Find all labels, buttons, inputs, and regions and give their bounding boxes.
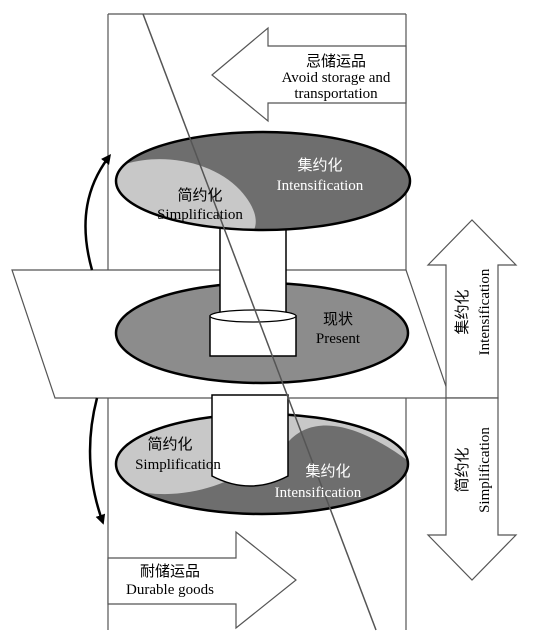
bottom-simplification-en: Simplification bbox=[135, 457, 221, 473]
down-arrow-en: Simplification bbox=[477, 427, 493, 513]
diagonal-line bbox=[142, 13, 377, 631]
downward-curve-arrow bbox=[88, 397, 106, 525]
bottom-intensification-cn: 集约化 bbox=[305, 462, 350, 480]
simplification-down-arrow bbox=[426, 397, 518, 581]
present-cn: 现状 bbox=[323, 310, 353, 328]
cylinder-upper bbox=[219, 225, 287, 317]
present-en: Present bbox=[316, 331, 361, 347]
cylinder-lower bbox=[211, 394, 289, 487]
avoid-storage-en-line2: transportation bbox=[294, 86, 378, 102]
bottom-intensification-en: Intensification bbox=[275, 485, 362, 501]
top-simplification-en: Simplification bbox=[157, 207, 243, 223]
durable-goods-cn: 耐储运品 bbox=[140, 562, 200, 580]
durable-goods-en: Durable goods bbox=[126, 582, 214, 598]
durable-goods-arrow bbox=[107, 530, 297, 630]
cylinder-collar bbox=[209, 315, 297, 357]
up-arrow-en: Intensification bbox=[477, 268, 493, 355]
intensification-up-arrow bbox=[426, 219, 518, 399]
top-simplification-cn: 简约化 bbox=[177, 186, 222, 204]
avoid-storage-arrow bbox=[211, 26, 407, 123]
down-arrow-cn: 简约化 bbox=[453, 447, 471, 492]
up-arrow-cn: 集约化 bbox=[453, 289, 471, 334]
cylinder-collar-top bbox=[209, 309, 297, 323]
top-disk bbox=[114, 130, 412, 232]
top-intensification-en: Intensification bbox=[277, 178, 364, 194]
avoid-storage-cn: 忌储运品 bbox=[306, 52, 366, 70]
upward-curve-arrow bbox=[84, 153, 111, 271]
top-intensification-cn: 集约化 bbox=[297, 156, 342, 174]
avoid-storage-en-line1: Avoid storage and bbox=[282, 70, 391, 86]
bottom-simplification-cn: 简约化 bbox=[147, 435, 192, 453]
